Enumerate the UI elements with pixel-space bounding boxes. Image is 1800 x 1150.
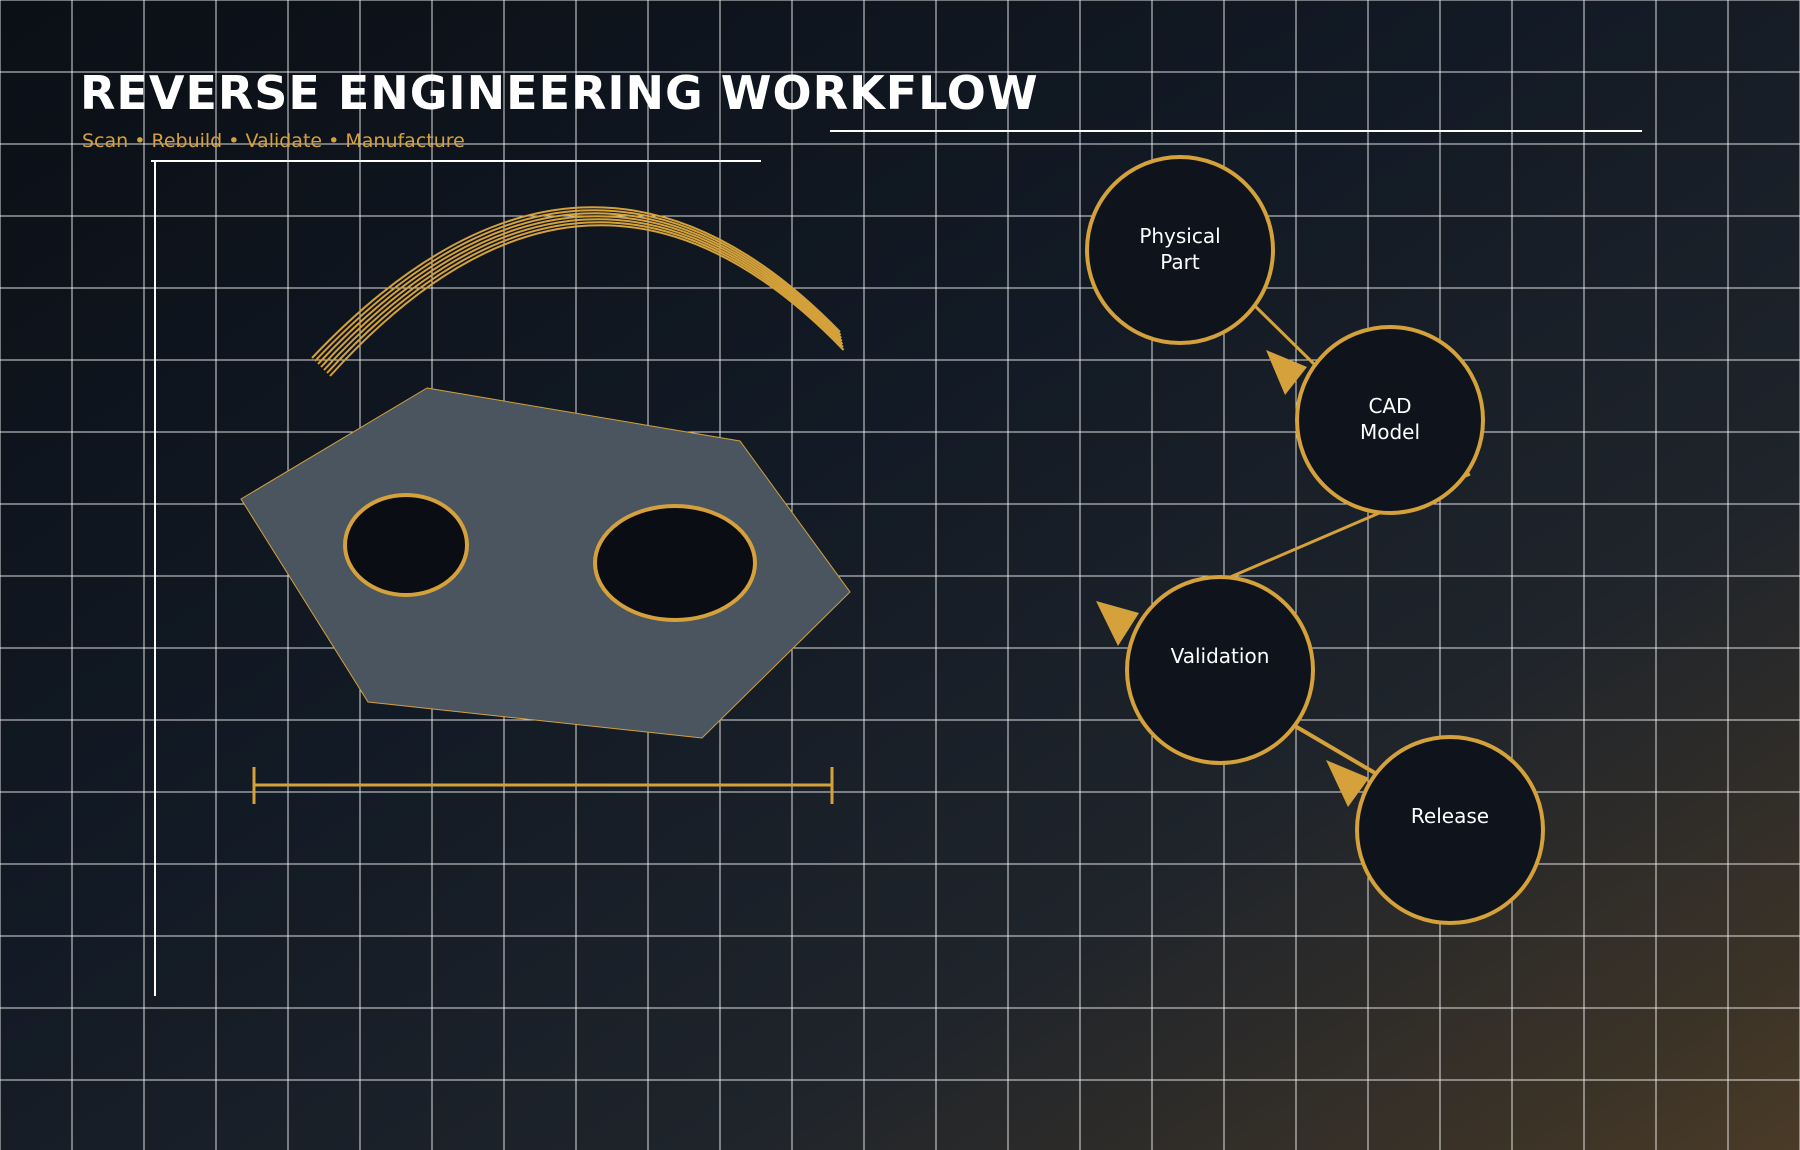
node-physical-part[interactable]: Physical Part (1085, 155, 1275, 345)
node-validation-label: Validation (1171, 644, 1270, 668)
scan-arc-layer (323, 218, 844, 371)
scan-arc-layer (314, 209, 842, 362)
part-illustration (240, 387, 851, 739)
page-title: REVERSE ENGINEERING WORKFLOW (80, 66, 1039, 120)
arrowhead-cad-model (1266, 350, 1307, 395)
node-physical-part-label-line1: Physical (1139, 224, 1220, 248)
arrowhead-release (1326, 760, 1369, 807)
node-cad-model-label-line2: Model (1360, 420, 1420, 444)
edge-physical-to-cad (1252, 303, 1316, 366)
scan-arc-layer (329, 224, 845, 377)
node-cad-model-label-line1: CAD (1368, 394, 1411, 418)
scan-arc-layer (317, 212, 842, 365)
node-cad-model-circle[interactable] (1295, 325, 1485, 515)
workflow-edges (1096, 303, 1471, 807)
node-release-label: Release (1411, 804, 1489, 828)
node-cad-model[interactable]: CAD Model (1295, 325, 1485, 515)
scan-arc (311, 206, 845, 377)
node-release[interactable]: Release (1355, 735, 1545, 925)
node-release-circle[interactable] (1355, 735, 1545, 925)
scan-arc-layer (311, 206, 841, 359)
node-validation-circle[interactable] (1125, 575, 1315, 765)
scan-arc-layer (326, 221, 844, 374)
part-hole-small (343, 493, 469, 597)
node-physical-part-circle[interactable] (1085, 155, 1275, 345)
part-plate (240, 387, 851, 739)
edge-validation-to-release (1293, 724, 1377, 775)
dimension-line (252, 767, 834, 804)
arrowhead-validation (1096, 601, 1139, 646)
node-validation[interactable]: Validation (1125, 575, 1315, 765)
page-subtitle: Scan • Rebuild • Validate • Manufacture (82, 130, 465, 152)
node-physical-part-label-line2: Part (1160, 250, 1200, 274)
scan-arc-layer (320, 215, 843, 368)
part-hole-large (593, 504, 757, 622)
